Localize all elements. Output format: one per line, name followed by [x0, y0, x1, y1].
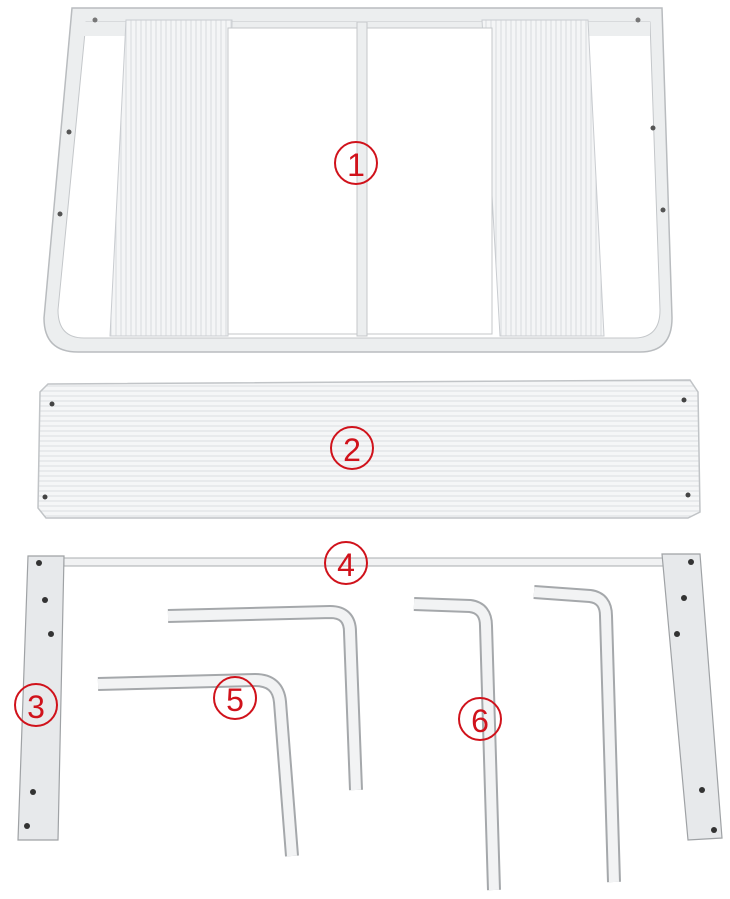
part-label-2: 2: [330, 426, 374, 470]
part-label-6: 6: [458, 697, 502, 741]
part-label-4: 4: [324, 541, 368, 585]
part-5-bent-tubes: [97, 604, 363, 857]
part-label-1: 1: [334, 141, 378, 185]
part-6-hook-rods: [413, 585, 621, 891]
part-label-5: 5: [213, 676, 257, 720]
part-1-top-frame: [43, 7, 673, 353]
part-label-3: 3: [14, 683, 58, 727]
